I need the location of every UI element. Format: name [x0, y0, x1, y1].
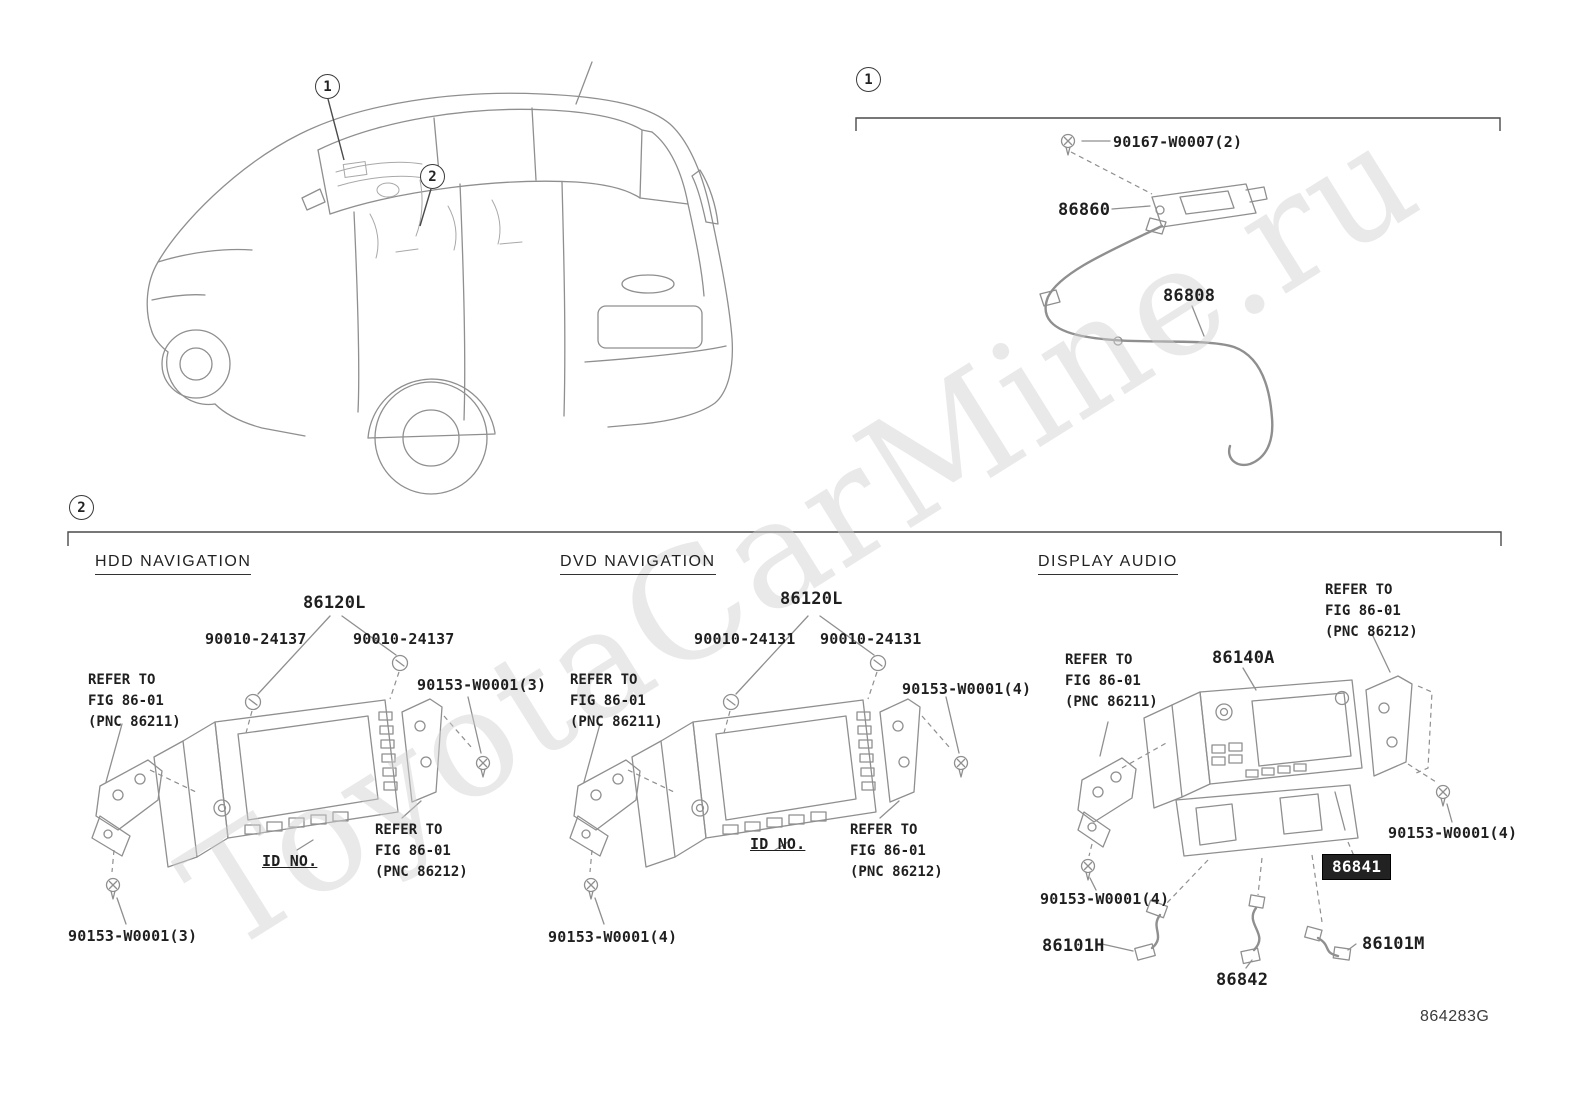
refer-line: REFER TO	[88, 672, 156, 688]
screw-icon	[1435, 784, 1451, 807]
part-label-90153-w0001-dvd-upper[interactable]: 90153-W0001(4)	[902, 680, 1032, 698]
callout-2-car: 2	[420, 164, 445, 189]
refer-line: FIG 86-01	[1065, 673, 1141, 689]
refer-line: REFER TO	[1325, 582, 1393, 598]
part-label-90153-w0001-hdd-upper[interactable]: 90153-W0001(3)	[417, 676, 547, 694]
refer-line: FIG 86-01	[88, 693, 164, 709]
part-label-90153-w0001-audio-right[interactable]: 90153-W0001(4)	[1388, 824, 1518, 842]
diagram-code: 864283G	[1420, 1008, 1490, 1025]
car-illustration	[146, 61, 734, 495]
refer-note-audio-upper: REFER TO FIG 86-01 (PNC 86212)	[1325, 580, 1418, 643]
refer-line: FIG 86-01	[570, 693, 646, 709]
antenna-assembly-drawing	[1039, 133, 1274, 467]
refer-line: REFER TO	[375, 822, 443, 838]
callout-1-section: 1	[856, 67, 881, 92]
refer-line: (PNC 86212)	[375, 864, 468, 880]
refer-line: FIG 86-01	[850, 843, 926, 859]
part-label-90167-w0007[interactable]: 90167-W0007(2)	[1113, 133, 1243, 151]
part-label-86101h[interactable]: 86101H	[1042, 936, 1105, 956]
refer-note-dvd-left: REFER TO FIG 86-01 (PNC 86211)	[570, 670, 663, 733]
refer-note-hdd-lower: REFER TO FIG 86-01 (PNC 86212)	[375, 820, 468, 883]
part-label-86120l-hdd[interactable]: 86120L	[303, 593, 366, 613]
section-title-dvd-navigation: DVD NAVIGATION	[560, 553, 716, 575]
section-title-display-audio: DISPLAY AUDIO	[1038, 553, 1178, 575]
part-label-90010-24131-right[interactable]: 90010-24131	[820, 630, 922, 648]
part-label-86860[interactable]: 86860	[1058, 200, 1111, 220]
refer-line: FIG 86-01	[375, 843, 451, 859]
display-audio-unit-drawing	[1077, 633, 1453, 969]
refer-note-hdd-left: REFER TO FIG 86-01 (PNC 86211)	[88, 670, 181, 733]
refer-line: (PNC 86212)	[1325, 624, 1418, 640]
part-label-86842[interactable]: 86842	[1216, 970, 1269, 990]
part-label-86101m[interactable]: 86101M	[1362, 934, 1425, 954]
group-1-bracket	[855, 117, 1501, 131]
refer-line: FIG 86-01	[1325, 603, 1401, 619]
refer-note-dvd-lower: REFER TO FIG 86-01 (PNC 86212)	[850, 820, 943, 883]
refer-line: (PNC 86211)	[570, 714, 663, 730]
id-no-label-hdd: ID NO.	[262, 852, 318, 870]
refer-line: (PNC 86211)	[88, 714, 181, 730]
screw-icon	[1060, 133, 1076, 156]
part-label-90153-w0001-audio-lower[interactable]: 90153-W0001(4)	[1040, 890, 1170, 908]
screw-icon	[1080, 858, 1096, 881]
highlighted-part-86841[interactable]: 86841	[1322, 854, 1392, 880]
group-2-bracket	[67, 531, 1502, 546]
refer-line: (PNC 86212)	[850, 864, 943, 880]
part-label-90010-24131-left[interactable]: 90010-24131	[694, 630, 796, 648]
refer-note-audio-left: REFER TO FIG 86-01 (PNC 86211)	[1065, 650, 1158, 713]
part-label-86808[interactable]: 86808	[1163, 286, 1216, 306]
part-label-90153-w0001-hdd-lower[interactable]: 90153-W0001(3)	[68, 927, 198, 945]
section-title-hdd-navigation: HDD NAVIGATION	[95, 553, 252, 575]
callout-1-car: 1	[315, 74, 340, 99]
part-label-90153-w0001-dvd-lower[interactable]: 90153-W0001(4)	[548, 928, 678, 946]
refer-line: REFER TO	[570, 672, 638, 688]
callout-2-section: 2	[69, 495, 94, 520]
refer-line: REFER TO	[1065, 652, 1133, 668]
part-label-90010-24137-right[interactable]: 90010-24137	[353, 630, 455, 648]
refer-line: (PNC 86211)	[1065, 694, 1158, 710]
part-label-86140a[interactable]: 86140A	[1212, 648, 1275, 668]
part-label-90010-24137-left[interactable]: 90010-24137	[205, 630, 307, 648]
part-label-86120l-dvd[interactable]: 86120L	[780, 589, 843, 609]
refer-line: REFER TO	[850, 822, 918, 838]
id-no-label-dvd: ID NO.	[750, 835, 806, 853]
